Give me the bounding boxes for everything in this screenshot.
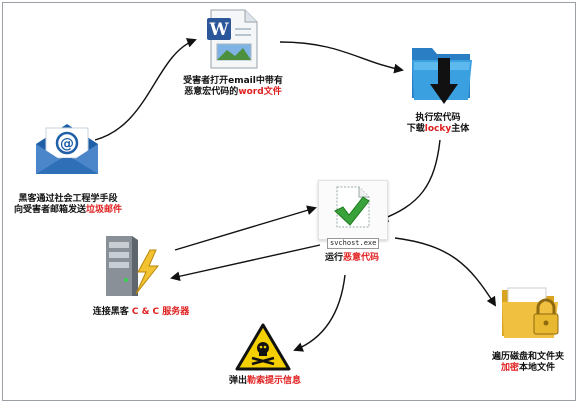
- arrow-email-to-word: [94, 38, 197, 141]
- padlock-icon: [533, 298, 559, 335]
- arrow-word-to-download: [279, 41, 404, 74]
- arrow-malware-to-server: [170, 244, 321, 282]
- malware-caption: 运行恶意代码: [324, 253, 380, 263]
- word-document-caption: 受害者打开email中带有 恶意宏代码的word文件: [183, 76, 283, 97]
- download-folder-icon: [408, 40, 476, 106]
- folder-caption: 遍历磁盘和文件夹 加密本地文件: [491, 352, 564, 373]
- svg-text:@: @: [60, 136, 74, 152]
- macro-caption: 执行宏代码 下载locky主体: [406, 113, 470, 134]
- warning-skull-icon: [234, 322, 292, 372]
- arrow-malware-to-folder: [394, 237, 497, 307]
- email-caption: 黑客通过社会工程学手段 向受害者邮箱发送垃圾邮件: [13, 194, 123, 215]
- word-document-icon: W: [205, 8, 261, 70]
- server-caption: 连接黑客 C & C 服务器: [92, 307, 190, 317]
- file-check-icon: [334, 186, 370, 228]
- arrow-malware-to-warning: [293, 274, 346, 352]
- email-icon: @: [32, 120, 102, 178]
- arrow-server-to-malware: [174, 205, 317, 251]
- download-arrow-icon: [430, 58, 458, 104]
- svg-text:W: W: [208, 20, 229, 40]
- warning-caption: 弹出勒索提示信息: [228, 376, 302, 386]
- lightning-icon: [135, 249, 160, 295]
- arrow-download-to-malware: [378, 139, 441, 222]
- server-icon: [100, 232, 168, 298]
- locked-folder-icon: [498, 280, 562, 340]
- malware-file-panel: [318, 180, 388, 240]
- malware-filename-label: svchost.exe: [327, 238, 380, 249]
- diagram-frame: [2, 2, 576, 401]
